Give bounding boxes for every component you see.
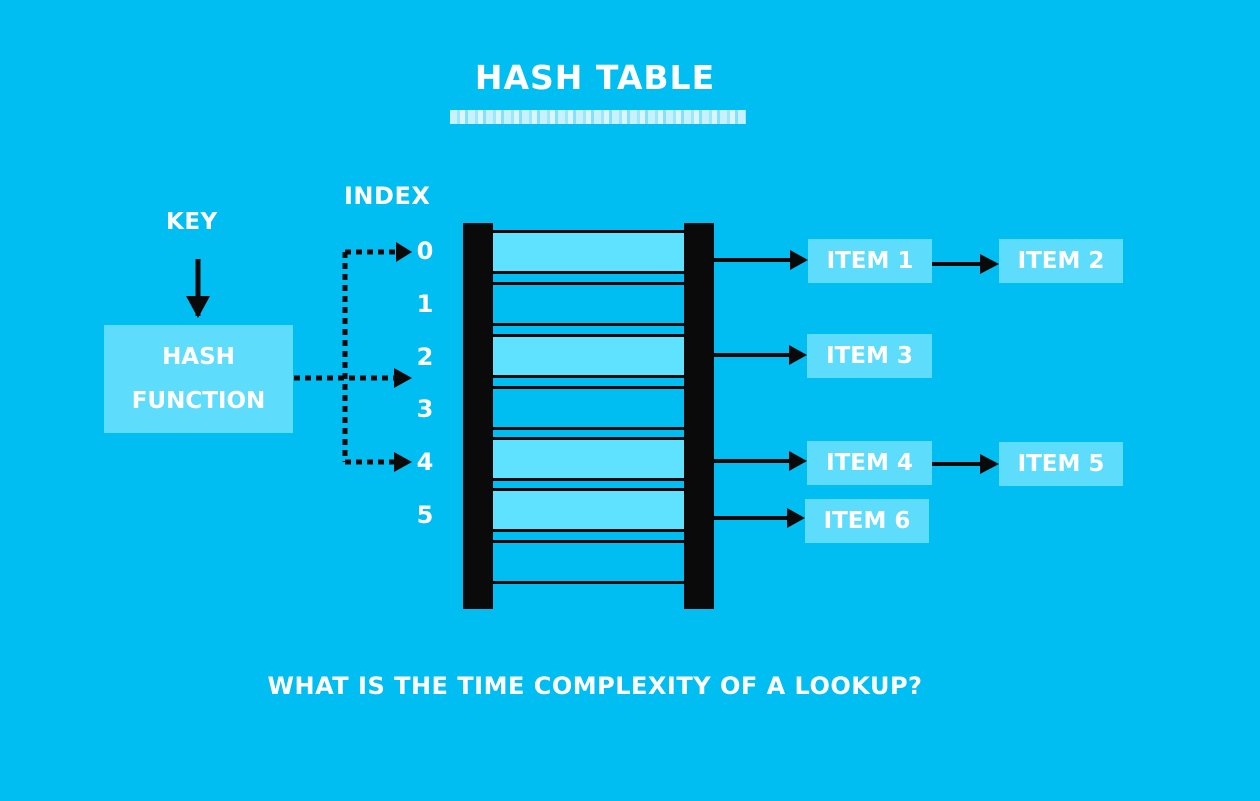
question-text: WHAT IS THE TIME COMPLEXITY OF A LOOKUP? <box>267 672 923 700</box>
key-arrowhead <box>186 296 210 318</box>
item-box-1: ITEM 1 <box>808 239 932 283</box>
hash-function-line1: HASH <box>162 344 235 370</box>
index-0: 0 <box>416 237 434 265</box>
bucket-0 <box>493 230 684 274</box>
dotted-connectors <box>294 249 398 465</box>
arrowhead-to-index-0 <box>396 242 412 262</box>
hash-function-line2: FUNCTION <box>131 388 266 414</box>
bucket-5 <box>493 488 684 532</box>
index-5: 5 <box>416 501 434 529</box>
index-2: 2 <box>416 343 434 371</box>
bucket-6 <box>493 540 684 584</box>
item-box-2: ITEM 2 <box>999 239 1123 283</box>
index-4: 4 <box>416 448 434 476</box>
item-box-6: ITEM 6 <box>805 499 929 543</box>
index-1: 1 <box>416 290 434 318</box>
title-underline-decoration <box>450 110 746 124</box>
bucket-2 <box>493 334 684 378</box>
arrowhead-to-index-2 <box>394 368 412 388</box>
bucket-4 <box>493 437 684 481</box>
bucket-1 <box>493 282 684 326</box>
key-label: KEY <box>166 209 218 235</box>
item-box-5: ITEM 5 <box>999 442 1123 486</box>
diagram-title: HASH TABLE <box>474 58 716 97</box>
item-box-3: ITEM 3 <box>807 334 932 378</box>
table-left-rail <box>463 223 493 609</box>
item-box-4: ITEM 4 <box>807 441 932 485</box>
index-label: INDEX <box>344 182 431 210</box>
index-3: 3 <box>416 395 434 423</box>
hash-function-box: HASH FUNCTION <box>104 325 293 433</box>
table-right-rail <box>684 223 714 609</box>
bucket-3 <box>493 386 684 430</box>
arrowhead-to-index-4 <box>394 452 412 472</box>
